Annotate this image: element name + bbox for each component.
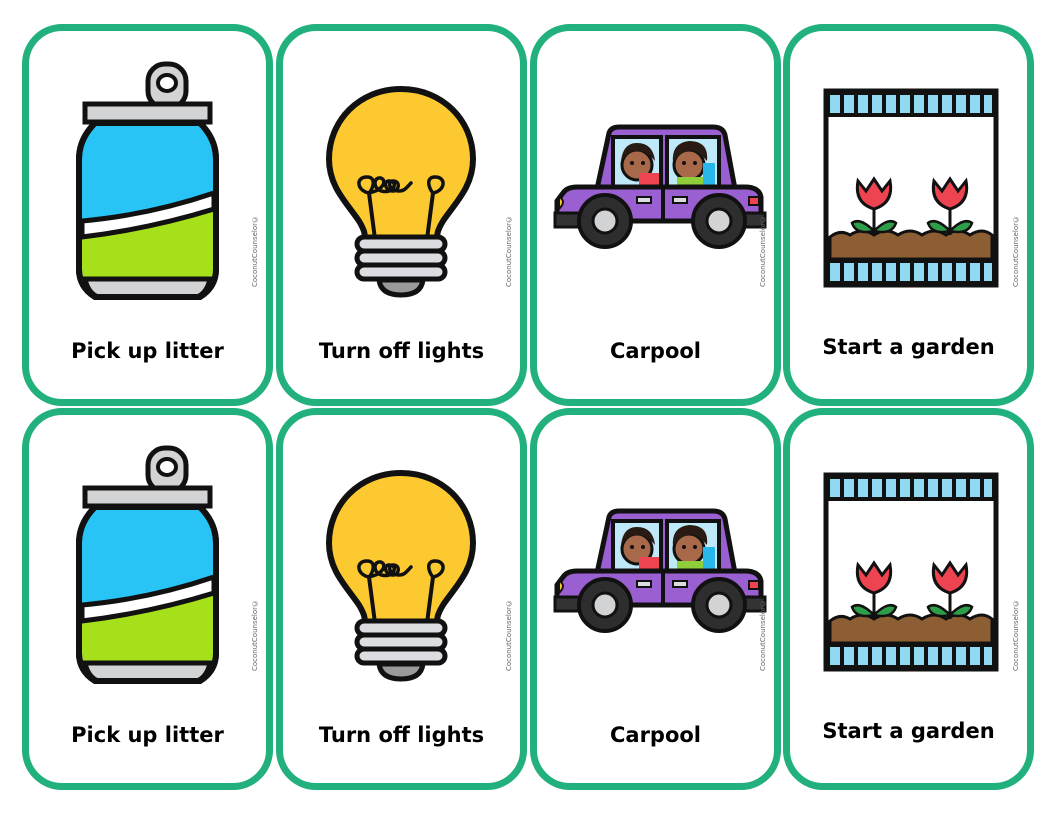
watermark: CoconutCounselor© xyxy=(1012,214,1020,288)
card-start-a-garden: Start a garden CoconutCounselor© xyxy=(783,408,1034,790)
seed-packet-flowers-icon xyxy=(823,472,999,672)
card-label: Start a garden xyxy=(822,335,995,359)
watermark: CoconutCounselor© xyxy=(505,214,513,288)
card-label: Carpool xyxy=(609,339,702,363)
watermark: CoconutCounselor© xyxy=(251,214,259,288)
card-carpool: Carpool CoconutCounselor© xyxy=(530,24,781,406)
card-turn-off-lights: Turn off lights CoconutCounselor© xyxy=(276,408,527,790)
lightbulb-icon xyxy=(325,85,477,298)
card-label: Start a garden xyxy=(822,719,995,743)
card-label: Carpool xyxy=(609,723,702,747)
watermark: CoconutCounselor© xyxy=(1012,598,1020,672)
car-with-kids-icon xyxy=(553,508,767,633)
card-start-a-garden: Start a garden CoconutCounselor© xyxy=(783,24,1034,406)
watermark: CoconutCounselor© xyxy=(759,598,767,672)
card-pick-up-litter: Pick up litter CoconutCounselor© xyxy=(22,24,273,406)
card-carpool: Carpool CoconutCounselor© xyxy=(530,408,781,790)
soda-can-icon xyxy=(76,445,219,684)
watermark: CoconutCounselor© xyxy=(505,598,513,672)
car-with-kids-icon xyxy=(553,124,767,249)
watermark: CoconutCounselor© xyxy=(251,598,259,672)
watermark: CoconutCounselor© xyxy=(759,214,767,288)
soda-can-icon xyxy=(76,61,219,300)
seed-packet-flowers-icon xyxy=(823,88,999,288)
card-label: Turn off lights xyxy=(318,723,485,747)
lightbulb-icon xyxy=(325,469,477,682)
card-pick-up-litter: Pick up litter CoconutCounselor© xyxy=(22,408,273,790)
card-turn-off-lights: Turn off lights CoconutCounselor© xyxy=(276,24,527,406)
card-label: Turn off lights xyxy=(318,339,485,363)
card-label: Pick up litter xyxy=(71,723,224,747)
card-label: Pick up litter xyxy=(71,339,224,363)
